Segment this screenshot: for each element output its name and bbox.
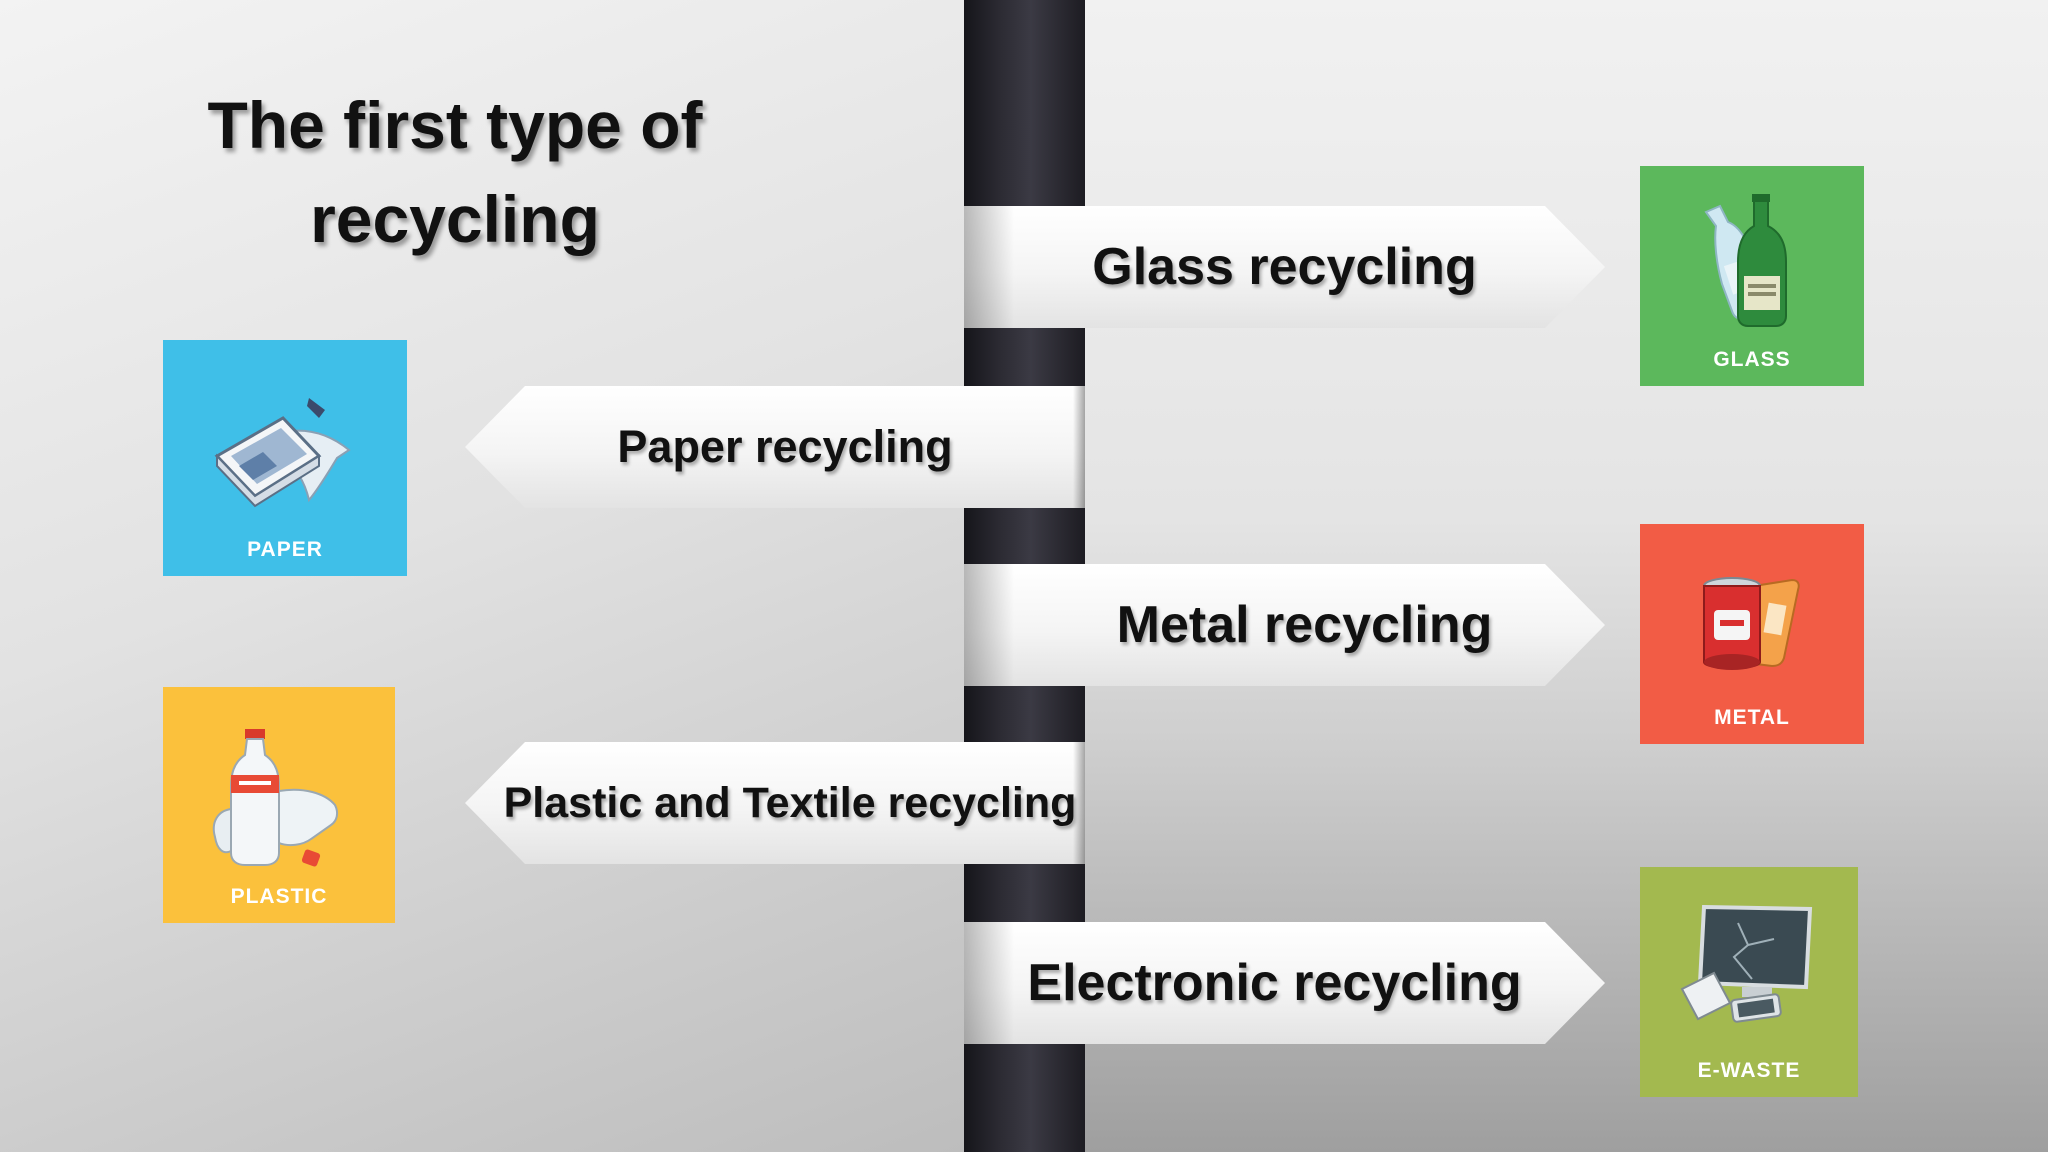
sign-plastic-label: Plastic and Textile recycling — [503, 778, 1077, 827]
sign-paper-recycling: Paper recycling — [465, 386, 1085, 508]
sign-plastic-recycling: Plastic and Textile recycling — [465, 742, 1085, 864]
title-line-1: The first type of — [207, 88, 703, 162]
tile-glass: GLASS — [1640, 166, 1864, 386]
tile-ewaste: E-WASTE — [1640, 867, 1858, 1097]
tile-metal-label: METAL — [1714, 706, 1790, 729]
tile-glass-label: GLASS — [1713, 348, 1791, 371]
tile-paper-label: PAPER — [247, 538, 323, 561]
tile-ewaste-label: E-WASTE — [1697, 1059, 1801, 1082]
sign-glass-recycling: Glass recycling — [964, 206, 1605, 328]
sign-electronic-recycling: Electronic recycling — [964, 922, 1605, 1044]
sign-metal-label: Metal recycling — [1116, 596, 1493, 654]
cans-icon — [1703, 577, 1800, 670]
sign-glass-label: Glass recycling — [1092, 238, 1477, 296]
tile-plastic: PLASTIC — [163, 687, 395, 923]
tile-plastic-label: PLASTIC — [230, 885, 328, 908]
sign-paper-label: Paper recycling — [617, 421, 953, 472]
title-line-2: recycling — [310, 182, 600, 256]
bottles-icon — [1704, 194, 1787, 327]
left-background — [0, 0, 964, 1152]
plastic-bottle-icon — [212, 729, 339, 867]
page-title: The first type of recycling — [160, 78, 750, 266]
tile-metal: METAL — [1640, 524, 1864, 744]
paper-icon — [214, 398, 351, 508]
tile-paper: PAPER — [163, 340, 407, 576]
monitor-icon — [1680, 904, 1813, 1023]
sign-metal-recycling: Metal recycling — [964, 564, 1605, 686]
sign-electronic-label: Electronic recycling — [1027, 954, 1522, 1012]
